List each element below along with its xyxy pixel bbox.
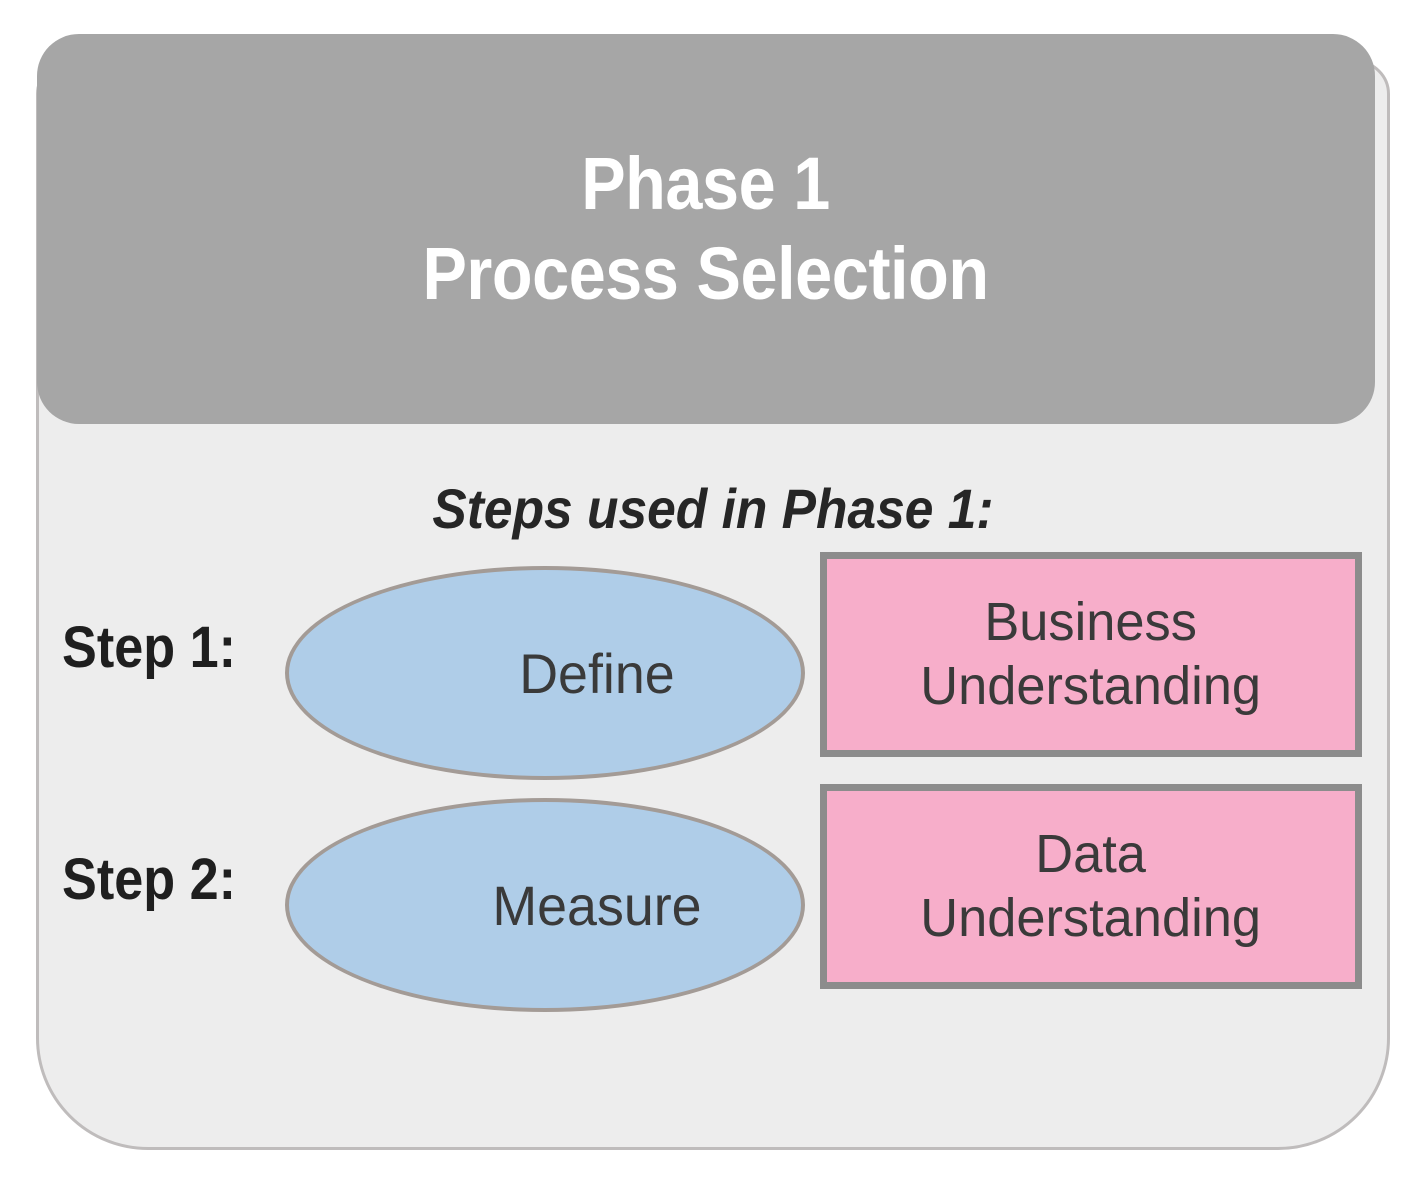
step-2-dmaic-ellipse: Measure [285, 798, 805, 1012]
phase-header-title-line1: Phase 1 [581, 141, 831, 225]
phase-header-title-line2: Process Selection [422, 232, 990, 315]
step-2-dmaic-label: Measure [492, 873, 702, 937]
step-1-dmaic-label: Define [519, 641, 675, 705]
step-row-1: Step 1: Define Business Understanding [36, 552, 1390, 782]
step-1-crisp-box: Business Understanding [820, 552, 1362, 757]
step-1-dmaic-ellipse: Define [285, 566, 805, 780]
step-2-crisp-label: Data Understanding [920, 823, 1262, 948]
phase-card-body: Steps used in Phase 1: Step 1: Define Bu… [36, 424, 1390, 1150]
step-2-label: Step 2: [62, 847, 237, 912]
step-row-2: Step 2: Measure Data Understanding [36, 784, 1390, 1014]
phase-header-banner: Phase 1 Process Selection [37, 34, 1375, 424]
step-2-crisp-box: Data Understanding [820, 784, 1362, 989]
step-1-crisp-label: Business Understanding [920, 591, 1262, 716]
phase-header-title: Phase 1 Process Selection [422, 48, 990, 409]
step-1-label: Step 1: [62, 615, 237, 680]
steps-caption: Steps used in Phase 1: [432, 477, 994, 540]
